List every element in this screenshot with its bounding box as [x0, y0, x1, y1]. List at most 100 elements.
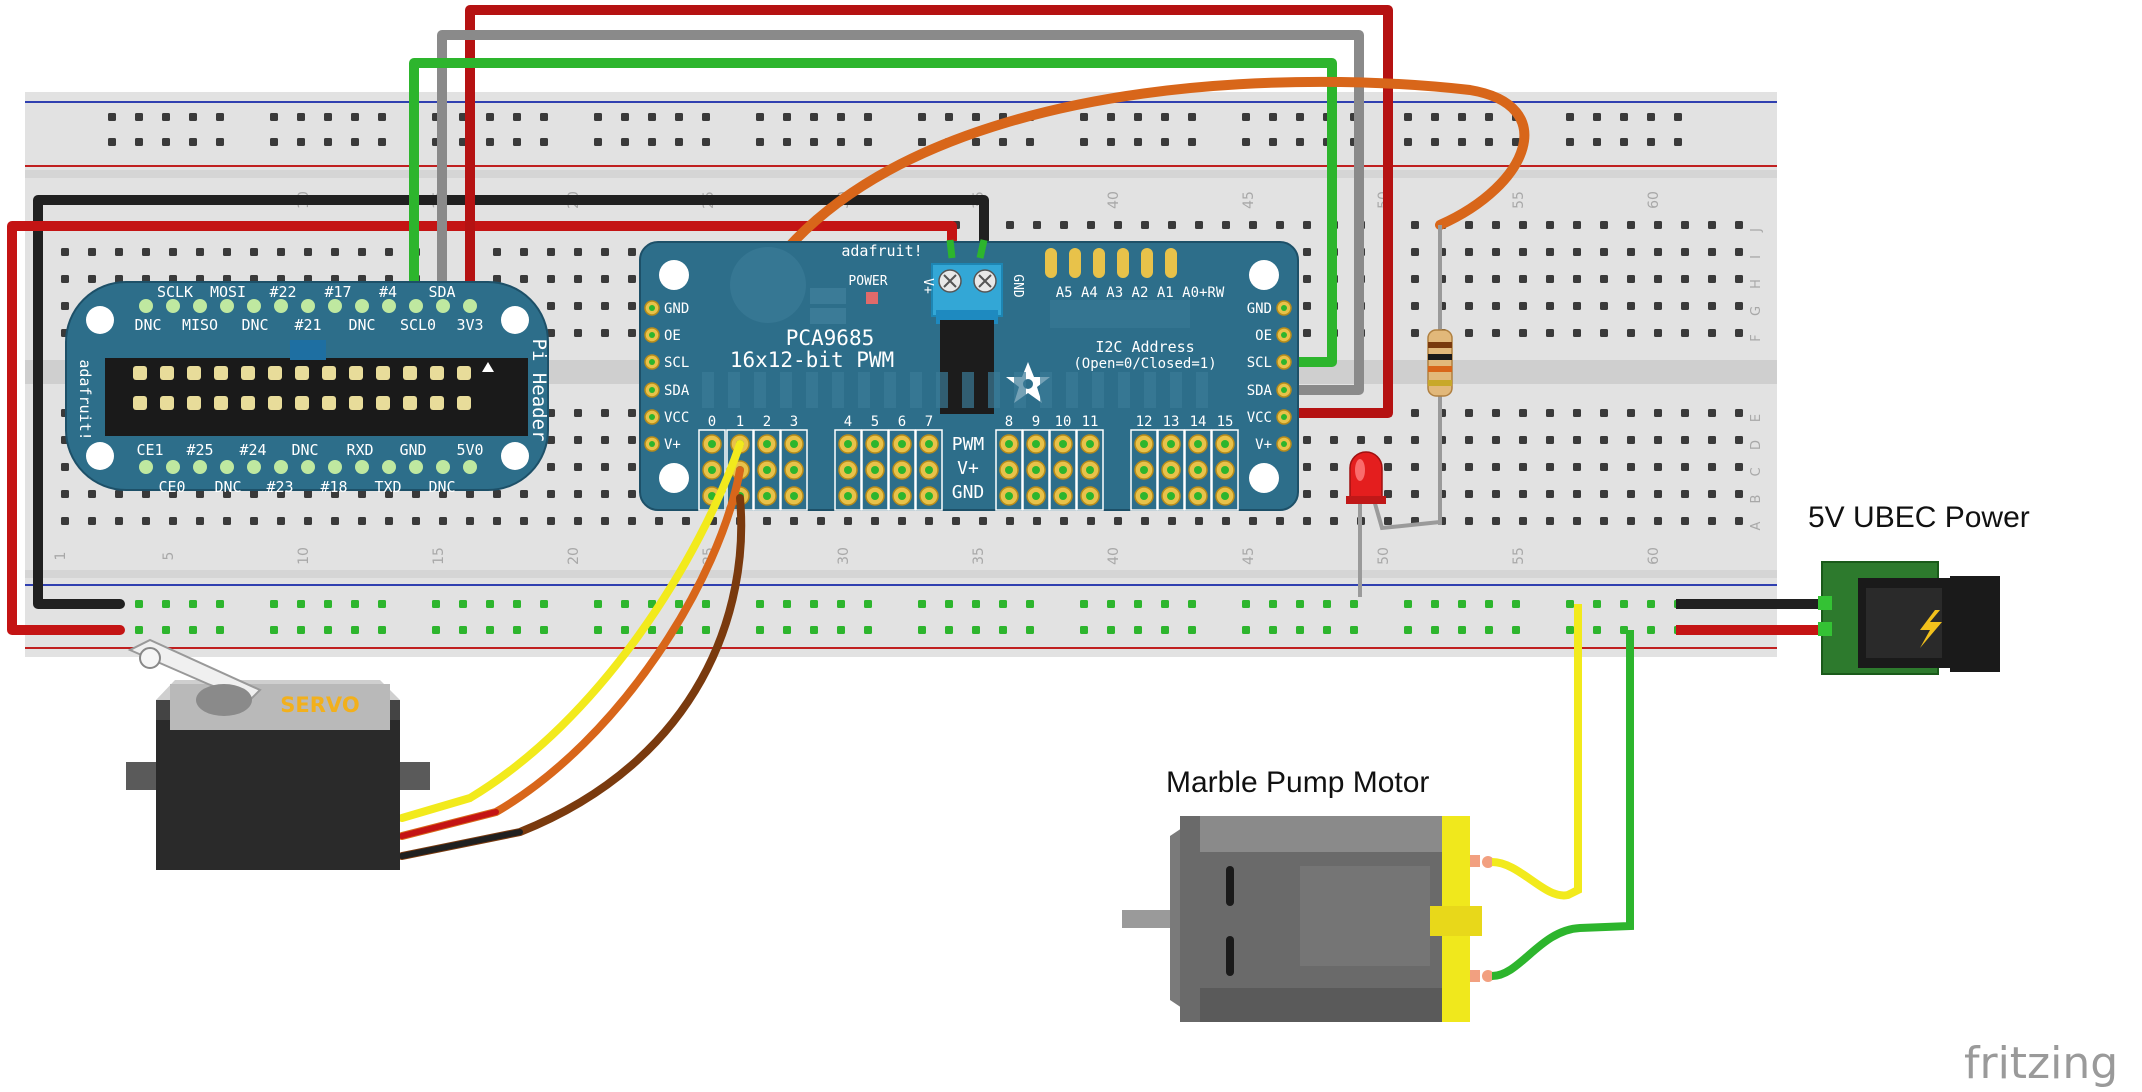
motor-shaft	[1122, 910, 1182, 928]
breadboard-hole	[621, 138, 629, 146]
breadboard-hole	[1573, 248, 1581, 256]
breadboard-hole	[1431, 600, 1439, 608]
address-jumper-pad	[1117, 248, 1129, 278]
breadboard-hole	[1681, 517, 1689, 525]
breadboard-hole	[810, 600, 818, 608]
breadboard-hole	[574, 329, 582, 337]
breadboard-hole	[1458, 113, 1466, 121]
breadboard-hole	[1485, 113, 1493, 121]
breadboard-hole	[628, 329, 636, 337]
breadboard-hole	[189, 138, 197, 146]
breadboard-hole	[1026, 626, 1034, 634]
breadboard-hole	[1384, 517, 1392, 525]
breadboard-hole	[304, 490, 312, 498]
breadboard-hole	[223, 490, 231, 498]
channel-header-box	[780, 429, 808, 511]
breadboard-hole	[162, 626, 170, 634]
breadboard-hole	[1627, 329, 1635, 337]
breadboard-hole	[358, 248, 366, 256]
breadboard-hole	[628, 409, 636, 417]
breadboard-hole	[1026, 138, 1034, 146]
breadboard-hole	[1654, 517, 1662, 525]
breadboard-hole	[439, 490, 447, 498]
breadboard-hole	[1492, 436, 1500, 444]
breadboard-hole	[1593, 600, 1601, 608]
channel-number: 3	[790, 414, 798, 430]
breadboard-hole	[115, 490, 123, 498]
channel-number: 12	[1136, 414, 1153, 430]
breadboard-hole	[412, 517, 420, 525]
header-pad	[355, 460, 369, 474]
header-pin	[160, 366, 174, 380]
power-bolt-icon	[1920, 610, 1942, 648]
breadboard-hole	[628, 490, 636, 498]
breadboard-hole	[628, 436, 636, 444]
breadboard-hole	[1735, 302, 1743, 310]
breadboard-hole	[1735, 490, 1743, 498]
breadboard-hole	[432, 626, 440, 634]
channel-header-box	[995, 429, 1023, 511]
channel-number: 15	[1217, 414, 1234, 430]
breadboard-hole	[1411, 436, 1419, 444]
breadboard-hole	[1627, 463, 1635, 471]
breadboard-hole	[459, 600, 467, 608]
breadboard-hole	[1600, 436, 1608, 444]
breadboard-hole	[493, 275, 501, 283]
breadboard-hole	[1141, 221, 1149, 229]
column-number: 10	[296, 547, 312, 565]
breadboard-hole	[898, 517, 906, 525]
breadboard-hole	[1161, 138, 1169, 146]
pin-label: #24	[239, 441, 266, 459]
chip-subtitle: 16x12-bit PWM	[730, 348, 894, 372]
breadboard-hole	[439, 517, 447, 525]
breadboard-hole	[1107, 626, 1115, 634]
breadboard-hole	[601, 248, 609, 256]
breadboard-hole	[1107, 138, 1115, 146]
row-letter: C	[1749, 467, 1764, 476]
breadboard-hole	[648, 600, 656, 608]
breadboard-hole	[1242, 113, 1250, 121]
breadboard-hole	[378, 626, 386, 634]
row-letter: E	[1749, 414, 1764, 422]
breadboard-hole	[1708, 302, 1716, 310]
header-pin	[241, 396, 255, 410]
breadboard-hole	[702, 626, 710, 634]
breadboard-hole	[432, 600, 440, 608]
column-number: 40	[1106, 547, 1122, 565]
breadboard-hole	[1485, 138, 1493, 146]
breadboard-hole	[810, 138, 818, 146]
breadboard-hole	[1134, 626, 1142, 634]
mount-hole	[86, 306, 114, 334]
channel-number: 2	[763, 414, 771, 430]
breadboard-hole	[1519, 329, 1527, 337]
breadboard-hole	[1411, 221, 1419, 229]
header-pin	[376, 396, 390, 410]
side-pin-label: V+	[1255, 437, 1272, 453]
breadboard-hole	[297, 113, 305, 121]
breadboard-hole	[1627, 248, 1635, 256]
breadboard-hole	[1404, 626, 1412, 634]
row-letter: I	[1749, 255, 1764, 259]
breadboard-hole	[837, 626, 845, 634]
breadboard-hole	[1033, 517, 1041, 525]
side-pin-label: V+	[664, 437, 681, 453]
pin-label: #17	[324, 283, 351, 301]
breadboard-hole	[918, 626, 926, 634]
breadboard-hole	[628, 275, 636, 283]
channel-number: 5	[871, 414, 879, 430]
servo-wires	[398, 440, 746, 860]
breadboard-hole	[864, 626, 872, 634]
breadboard-hole	[1465, 436, 1473, 444]
breadboard-hole	[216, 138, 224, 146]
breadboard-hole	[1654, 221, 1662, 229]
channel-number: 4	[844, 414, 852, 430]
pin-label: #25	[186, 441, 213, 459]
breadboard-hole	[1627, 221, 1635, 229]
column-number: 20	[566, 547, 582, 565]
breadboard-hole	[1735, 436, 1743, 444]
header-pin	[430, 396, 444, 410]
breadboard-hole	[1735, 248, 1743, 256]
breadboard-hole	[837, 600, 845, 608]
breadboard-hole	[1708, 329, 1716, 337]
